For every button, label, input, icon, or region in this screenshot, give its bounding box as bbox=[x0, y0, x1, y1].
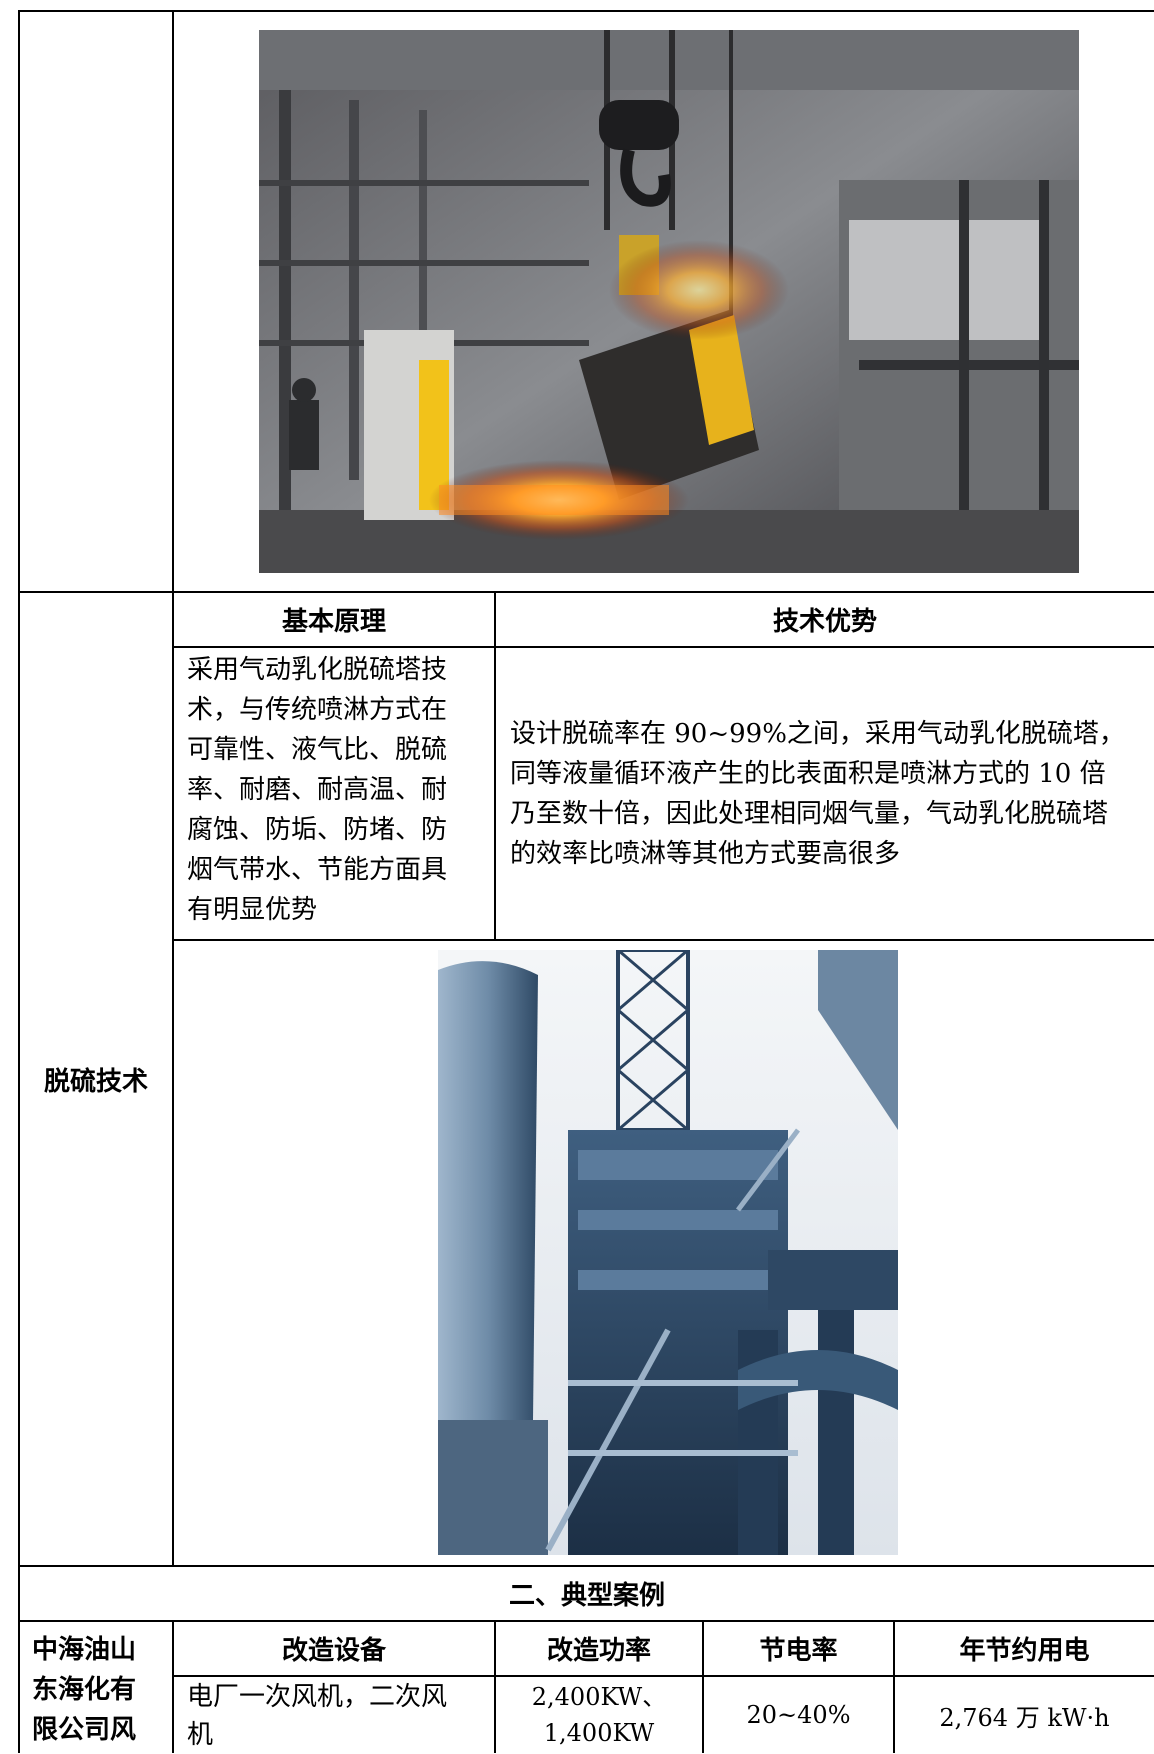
case-company-name: 中海油山 东海化有 限公司风 bbox=[32, 1630, 172, 1753]
col2-divider-upper bbox=[494, 592, 496, 940]
case-saving-rate: 20~40% bbox=[746, 1701, 851, 1729]
advantage-line: 设计脱硫率在 90~99%之间，采用气动乳化脱硫塔， bbox=[510, 718, 1125, 749]
power-line: 1,400KW bbox=[543, 1719, 655, 1747]
row-divider-2 bbox=[173, 646, 1154, 648]
principle-text: 采用气动乳化脱硫塔技 术，与传统喷淋方式在 可靠性、液气比、脱硫 率、耐磨、耐高… bbox=[187, 650, 487, 938]
header-annual-saving: 年节约用电 bbox=[959, 1636, 1090, 1666]
principle-line: 有明显优势 bbox=[187, 895, 318, 925]
equipment-line: 机 bbox=[187, 1720, 214, 1750]
principle-header: 基本原理 bbox=[281, 607, 386, 637]
advantage-text: 设计脱硫率在 90~99%之间，采用气动乳化脱硫塔， 同等液量循环液产生的比表面… bbox=[510, 648, 1154, 939]
cases-section-title: 二、典型案例 bbox=[508, 1581, 665, 1611]
col3-divider bbox=[702, 1620, 704, 1753]
row-divider-1 bbox=[18, 591, 1154, 593]
power-line: 2,400KW、 bbox=[531, 1683, 667, 1711]
desulfurization-row-label: 脱硫技术 bbox=[43, 1066, 148, 1097]
principle-line: 可靠性、液气比、脱硫 bbox=[187, 735, 448, 765]
col4-divider bbox=[893, 1620, 895, 1753]
table-top-border bbox=[18, 10, 1154, 12]
steel-plant-photo bbox=[259, 30, 1079, 573]
principle-line: 采用气动乳化脱硫塔技 bbox=[187, 655, 448, 685]
col2-divider-lower bbox=[494, 1620, 496, 1753]
principle-line: 率、耐磨、耐高温、耐 bbox=[187, 775, 448, 805]
row-divider-3 bbox=[173, 939, 1154, 941]
case-equipment: 电厂一次风机，二次风 机 bbox=[187, 1678, 492, 1753]
header-saving-rate: 节电率 bbox=[759, 1636, 838, 1666]
company-line: 东海化有 bbox=[32, 1675, 137, 1705]
table-left-border bbox=[18, 10, 20, 1753]
desulfurization-tower-photo bbox=[438, 950, 898, 1555]
advantage-line: 同等液量循环液产生的比表面积是喷淋方式的 10 倍 bbox=[510, 758, 1106, 789]
company-line: 限公司风 bbox=[32, 1715, 137, 1745]
row-divider-6 bbox=[173, 1675, 1154, 1677]
col1-divider-upper bbox=[172, 10, 174, 1565]
case-power: 2,400KW、 1,400KW bbox=[496, 1677, 702, 1753]
case-annual-saving: 2,764 万 kW·h bbox=[939, 1703, 1110, 1732]
row-divider-5 bbox=[18, 1620, 1154, 1622]
header-equipment: 改造设备 bbox=[281, 1636, 386, 1666]
header-power: 改造功率 bbox=[546, 1636, 651, 1666]
company-line: 中海油山 bbox=[32, 1635, 137, 1665]
principle-line: 腐蚀、防垢、防堵、防 bbox=[187, 815, 448, 845]
col1-divider-lower bbox=[172, 1620, 174, 1753]
principle-line: 烟气带水、节能方面具 bbox=[187, 855, 448, 885]
advantage-line: 的效率比喷淋等其他方式要高很多 bbox=[510, 838, 901, 869]
advantage-line: 乃至数十倍，因此处理相同烟气量，气动乳化脱硫塔 bbox=[510, 798, 1109, 829]
equipment-line: 电厂一次风机，二次风 bbox=[187, 1682, 448, 1712]
principle-line: 术，与传统喷淋方式在 bbox=[187, 695, 448, 725]
advantage-header: 技术优势 bbox=[772, 607, 877, 637]
row-divider-4 bbox=[18, 1565, 1154, 1567]
